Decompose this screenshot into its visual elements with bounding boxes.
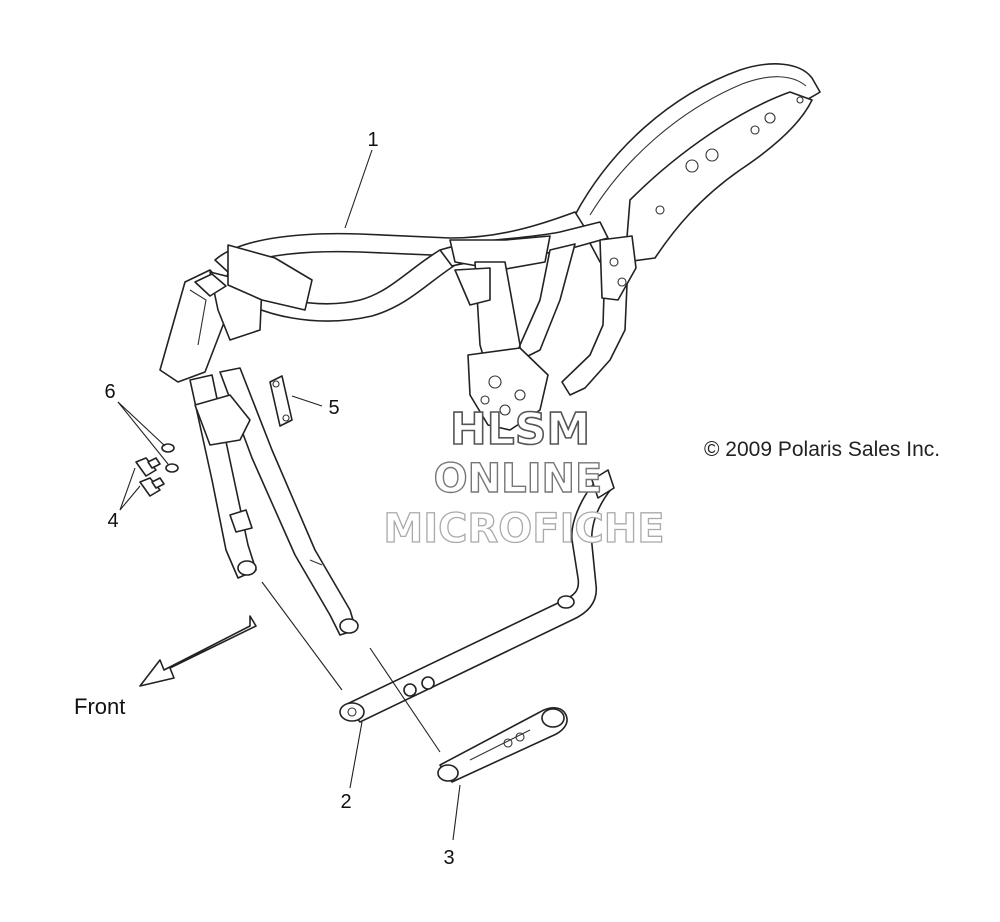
bolt-lower: [139, 477, 161, 497]
leader-2: [349, 721, 363, 789]
leader-6a: [117, 401, 166, 447]
small-bracket: [269, 375, 293, 427]
link-bracket: [437, 707, 568, 783]
leader-3: [452, 784, 461, 841]
bolt-upper: [135, 457, 157, 477]
copyright-notice: © 2009 Polaris Sales Inc.: [704, 438, 940, 461]
rear-shock-bracket: [454, 267, 491, 306]
leader-4b: [119, 467, 136, 511]
callout-3: 3: [443, 847, 454, 869]
leader-4a: [119, 485, 141, 511]
lower-rail-front-eye: [339, 702, 365, 722]
callout-2: 2: [340, 791, 351, 813]
top-tube-left: [214, 211, 586, 273]
steering-cap: [194, 273, 227, 297]
washers: [161, 443, 179, 473]
callout-6: 6: [104, 381, 115, 403]
callout-1: 1: [367, 129, 378, 151]
watermark-line-1: HLSM: [450, 404, 590, 455]
rear-side-plate: [624, 91, 813, 263]
callout-5: 5: [328, 397, 339, 419]
link-bar: [439, 707, 568, 783]
lower-frame-rail: [339, 469, 615, 723]
watermark-line-3: MICROFICHE: [383, 506, 664, 552]
fork-stop-bracket: [194, 394, 251, 446]
lower-rail-top-bracket: [591, 469, 615, 499]
bolts: [135, 457, 165, 497]
front-arrow-shape: [139, 615, 257, 687]
main-frame: [159, 63, 821, 636]
link-end-eye: [437, 764, 459, 782]
small-bracket-plate: [269, 375, 293, 427]
leader-5: [291, 395, 323, 407]
front-direction-arrow: [139, 615, 257, 687]
callout-4: 4: [107, 510, 118, 532]
leader-6b: [117, 401, 169, 465]
guide-line-right: [369, 647, 441, 753]
leader-1: [344, 149, 373, 229]
guide-line-left: [261, 581, 343, 691]
lower-mount-left: [237, 560, 257, 576]
swingarm-pivot-casting: [467, 347, 549, 431]
rear-mount-plate: [599, 235, 637, 301]
head-plate: [227, 244, 313, 311]
lower-mount-right: [339, 618, 359, 634]
front-label: Front: [74, 694, 125, 719]
washer-lower: [165, 463, 179, 473]
seat-post-right: [519, 243, 576, 361]
watermark-line-2: ONLINE: [434, 456, 603, 502]
